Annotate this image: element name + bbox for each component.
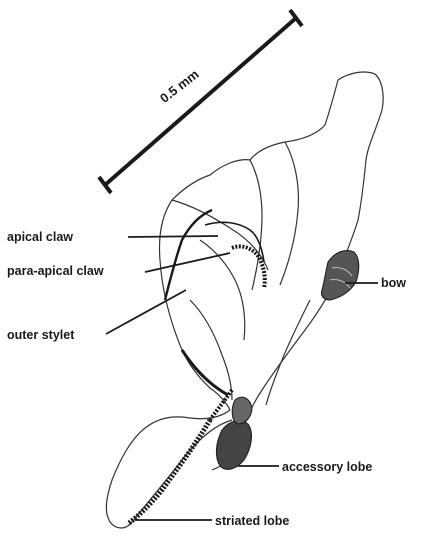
- para-apical-claw-shape: [232, 246, 265, 288]
- label-apical-claw: apical claw: [7, 231, 73, 244]
- bow-shape: [321, 250, 358, 300]
- outer-stylet-shape: [165, 210, 212, 300]
- label-para-apical-claw: para-apical claw: [7, 265, 104, 278]
- outer-stylet-dark-segment: [182, 350, 228, 395]
- label-bow: bow: [381, 277, 406, 290]
- leader-apical-claw: [128, 236, 218, 237]
- label-outer-stylet: outer stylet: [7, 329, 74, 342]
- scale-bar: [99, 10, 302, 193]
- leader-para-apical-claw: [145, 253, 230, 272]
- accessory-lobe-shape: [216, 397, 252, 469]
- label-accessory-lobe: accessory lobe: [282, 461, 372, 474]
- label-striated-lobe: striated lobe: [215, 515, 289, 528]
